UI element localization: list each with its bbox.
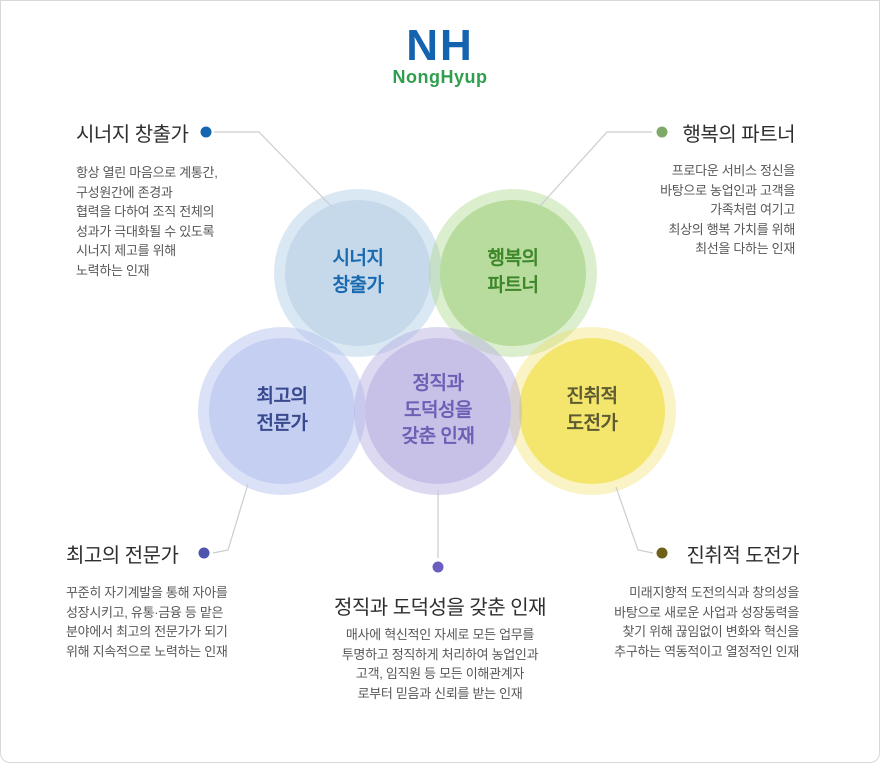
callout-desc-challenge: 미래지향적 도전의식과 창의성을 바탕으로 새로운 사업과 성장동력을 찾기 위… bbox=[614, 585, 799, 659]
callout-title-integrity: 정직과 도덕성을 갖춘 인재 bbox=[333, 597, 547, 619]
connector-dot-bottom-left bbox=[198, 547, 210, 559]
circle-expert-halo: 최고의 전문가 bbox=[198, 327, 366, 495]
connector-dot-bottom-right bbox=[656, 547, 668, 559]
circle-challenge-halo: 진취적 도전가 bbox=[508, 327, 676, 495]
nh-logo-mark: NH bbox=[406, 21, 474, 70]
circle-synergy-halo: 시너지 창출가 bbox=[274, 189, 442, 357]
circle-integrity-halo: 정직과 도덕성을 갖춘 인재 bbox=[354, 327, 522, 495]
callout-desc-expert: 꾸준히 자기계발을 통해 자아를 성장시키고, 유통·금융 등 맡은 분야에서 … bbox=[66, 585, 228, 659]
circle-challenge: 진취적 도전가 bbox=[519, 338, 665, 484]
circle-integrity: 정직과 도덕성을 갖춘 인재 bbox=[365, 338, 511, 484]
connector-line-bottom-right bbox=[615, 486, 654, 554]
callout-title-expert: 최고의 전문가 bbox=[66, 545, 179, 567]
circle-happiness-halo: 행복의 파트너 bbox=[429, 189, 597, 357]
connector-dot-bottom-center bbox=[432, 561, 444, 573]
connector-dot-top-right bbox=[656, 126, 668, 138]
connector-line-bottom-left bbox=[212, 483, 249, 554]
nonghyup-logo: NH NongHyup bbox=[1, 21, 879, 88]
callout-title-happiness: 행복의 파트너 bbox=[682, 124, 796, 146]
callout-desc-synergy: 항상 열린 마음으로 계통간, 구성원간에 존경과 협력을 다하여 조직 전체의… bbox=[76, 165, 218, 278]
callout-title-challenge: 진취적 도전가 bbox=[686, 545, 800, 567]
callout-title-synergy: 시너지 창출가 bbox=[76, 124, 189, 146]
circle-happiness: 행복의 파트너 bbox=[440, 200, 586, 346]
callout-desc-integrity: 매사에 혁신적인 자세로 모든 업무를 투명하고 정직하게 처리하여 농업인과 … bbox=[341, 627, 539, 701]
connector-dot-top-left bbox=[200, 126, 212, 138]
circle-expert: 최고의 전문가 bbox=[209, 338, 355, 484]
circle-synergy: 시너지 창출가 bbox=[285, 200, 431, 346]
callout-desc-happiness: 프로다운 서비스 정신을 바탕으로 농업인과 고객을 가족처럼 여기고 최상의 … bbox=[660, 163, 795, 256]
nonghyup-logo-text: NongHyup bbox=[392, 67, 488, 88]
